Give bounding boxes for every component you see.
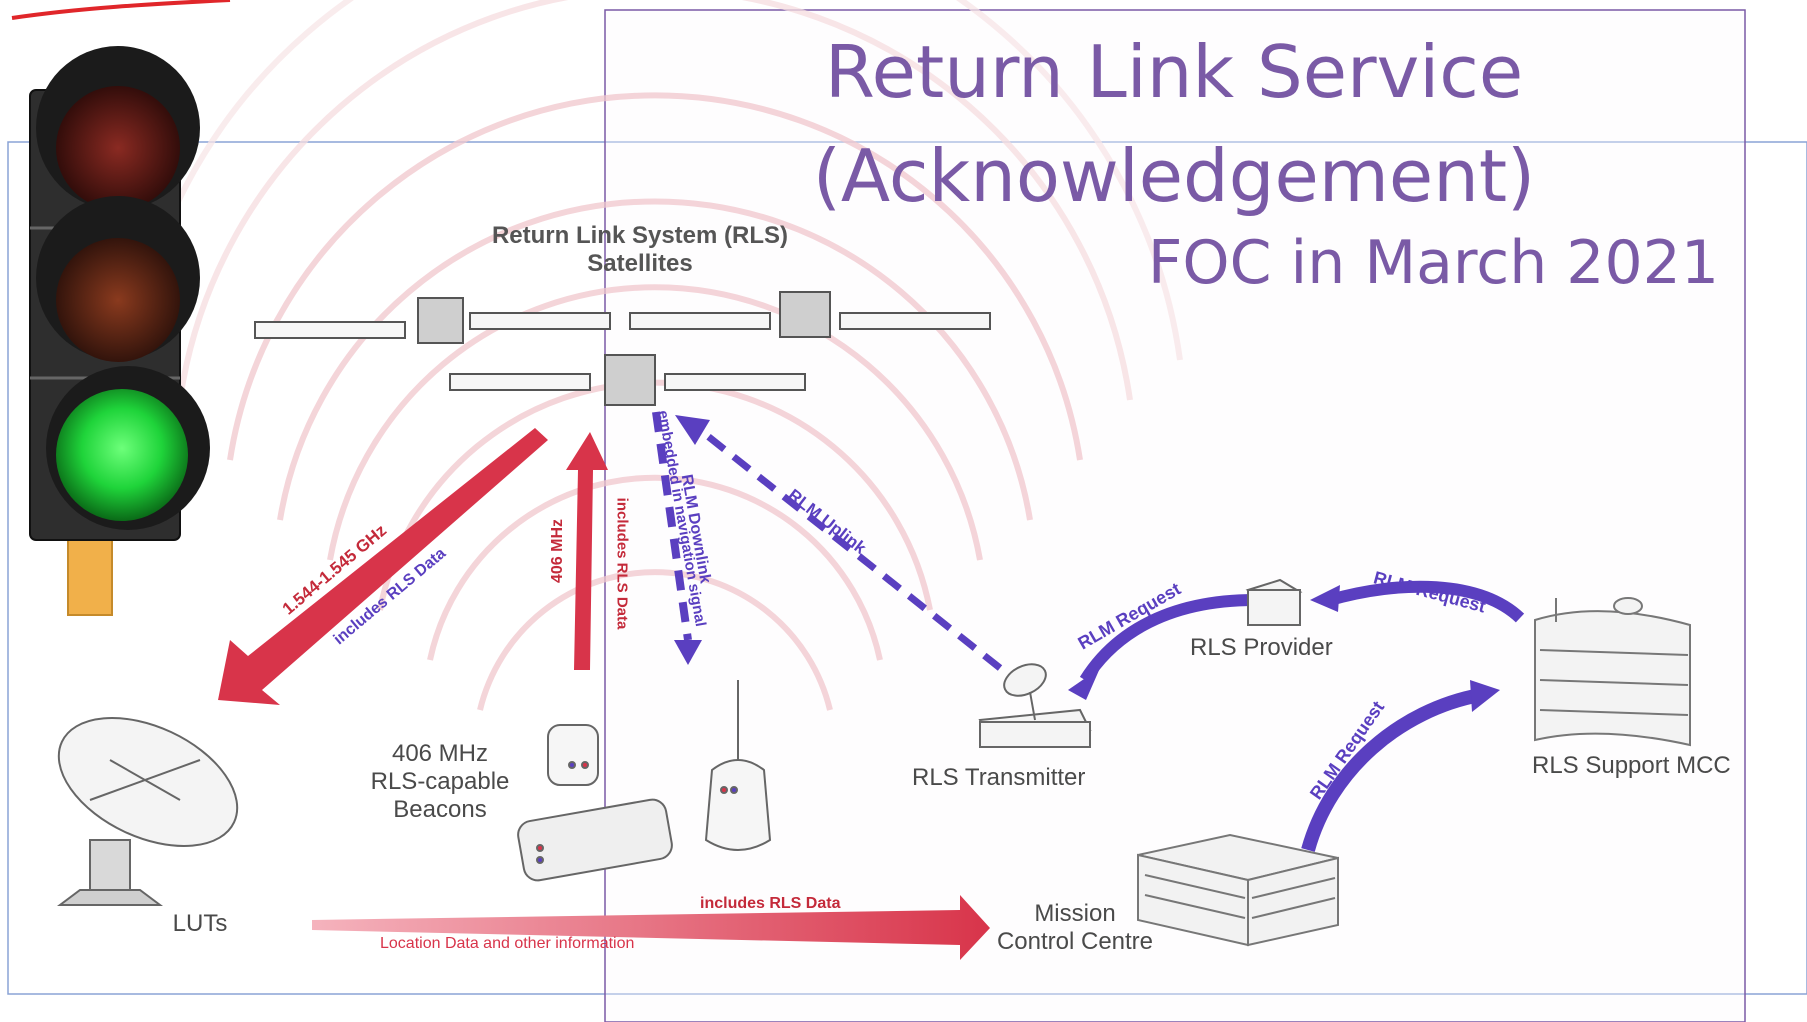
rlm-request-arrow-1 [1079,594,1256,684]
downlink-arrow [218,428,548,705]
beacon-icon [517,798,673,882]
uplink-data-label: includes RLS Data [613,497,631,630]
server-icon [1245,578,1303,626]
rlm-request-arrow-3 [1301,688,1482,852]
traffic-light-icon [29,46,210,616]
satellites-label: Return Link System (RLS) Satellites [491,222,789,277]
ground-data-arrow [312,895,990,960]
uplink-arrow [566,432,608,670]
rls-transmitter-label: RLS Transmitter [912,764,1086,791]
beacons-label: 406 MHz RLS-capable Beacons [370,740,510,823]
rlm-request-arrow-2 [1328,580,1525,623]
red-underline-stroke [11,0,231,20]
satellite-icon [254,297,611,344]
diagram-frame [7,141,1807,995]
rls-support-mcc-label: RLS Support MCC [1532,752,1731,779]
satellite-dish-icon [57,716,239,906]
slide-subtitle: FOC in March 2021 [1147,228,1719,298]
beacon-icon [547,724,599,786]
mission-control-label: Mission Control Centre [996,900,1154,955]
ground-link-bottom-label: Location Data and other information [380,935,635,952]
luts-label: LUTs [172,910,228,937]
beacon-icon [704,680,772,851]
transmitter-icon [978,663,1092,748]
building-icon [1534,597,1691,747]
satellite-icon [449,354,806,406]
rlm-uplink-arrow [675,415,1003,671]
title-line-1: Return Link Service [824,30,1524,114]
rlm-downlink-arrow [652,411,702,665]
title-line-2: (Acknowledgement) [812,134,1536,218]
uplink-frequency-label: 406 MHz [549,518,567,584]
rls-provider-label: RLS Provider [1190,634,1333,661]
satellite-icon [629,291,991,338]
ground-link-top-label: includes RLS Data [700,895,841,912]
building-icon [1137,833,1339,947]
slide-title: Return Link Service (Acknowledgement) [604,20,1744,228]
